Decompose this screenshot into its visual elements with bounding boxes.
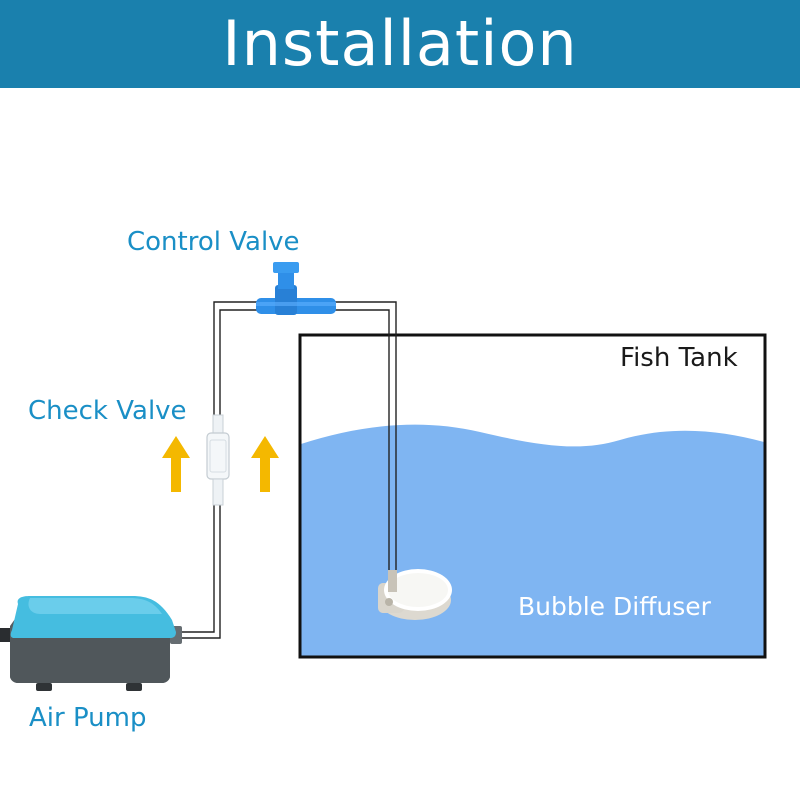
airflow-arrow-icon [162,436,279,492]
fish-tank-label: Fish Tank [620,343,738,373]
air-pump-icon [0,596,182,691]
check-valve-label: Check Valve [28,396,187,426]
bubble-diffuser-label: Bubble Diffuser [518,592,711,621]
control-valve-icon [256,262,336,315]
bubble-diffuser-icon [378,569,452,620]
control-valve-label: Control Valve [127,227,300,257]
fish-tank [298,333,767,659]
tank-water [301,424,764,657]
header-bar: Installation [0,0,800,88]
air-tubing [178,301,397,639]
air-pump-label: Air Pump [29,703,147,733]
check-valve-icon [206,414,230,506]
page-title: Installation [222,7,578,80]
